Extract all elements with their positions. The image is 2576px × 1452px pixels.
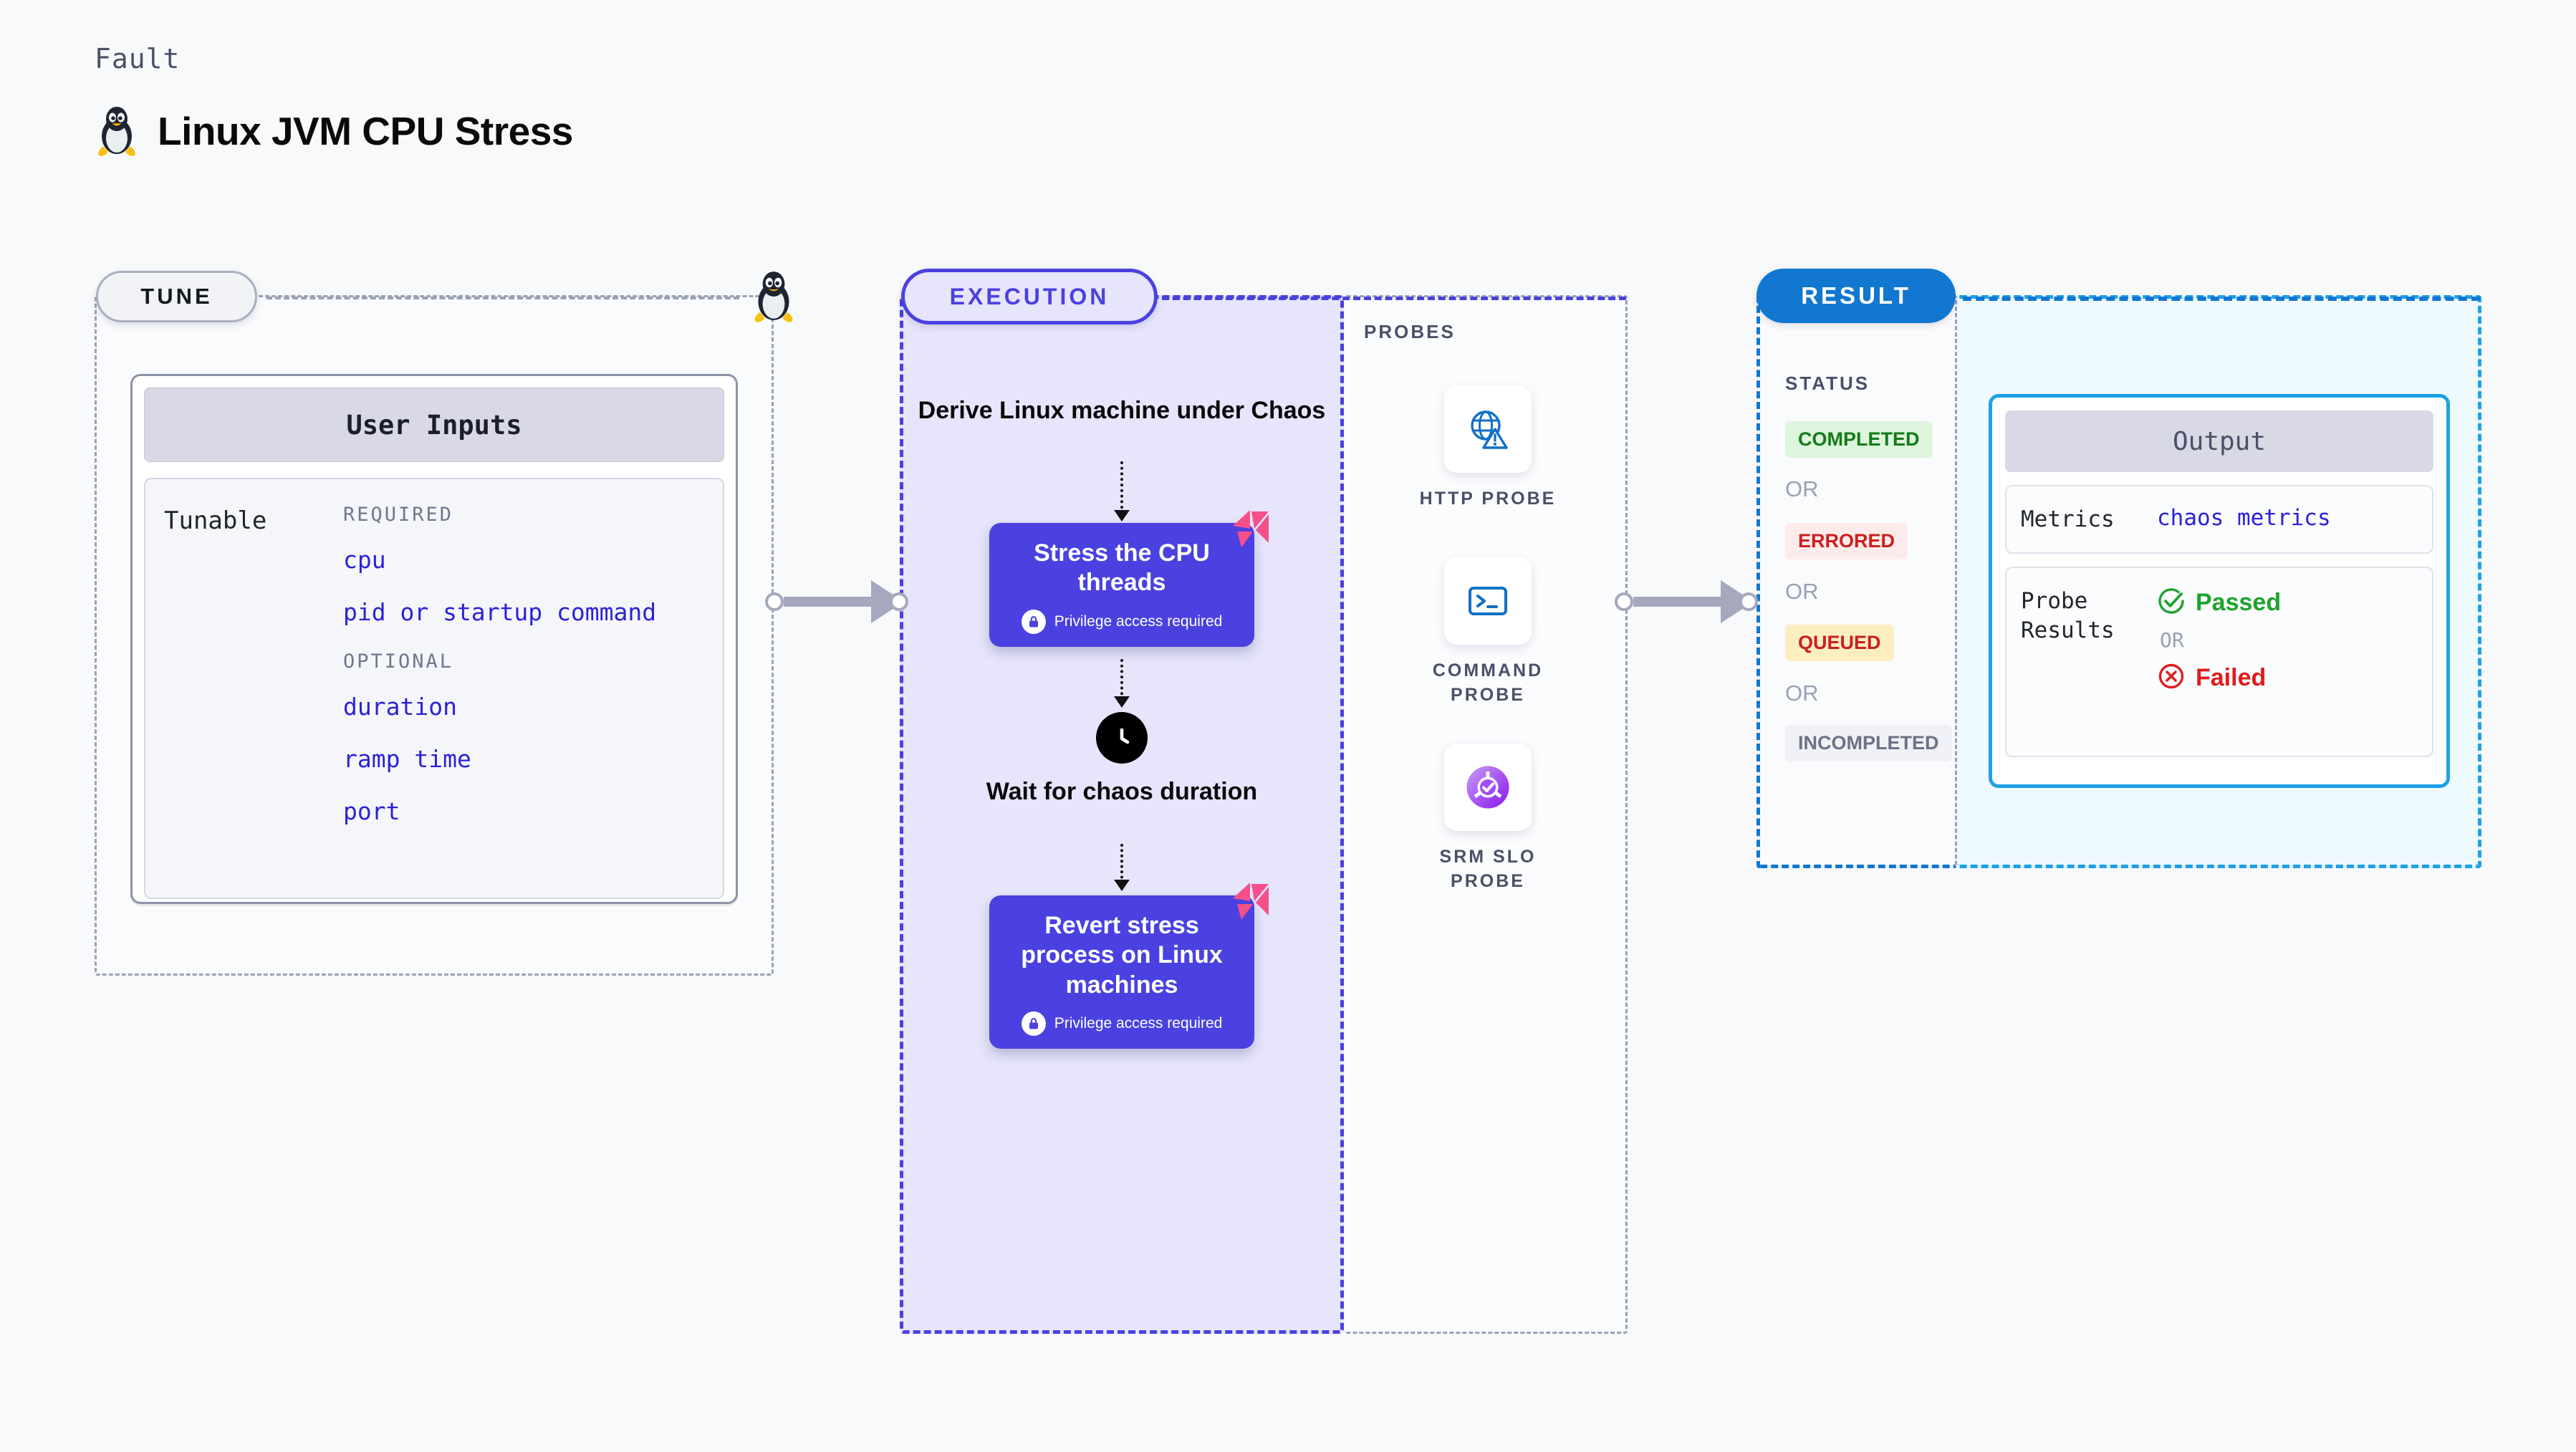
- output-row-metrics: Metrics chaos metrics: [2005, 485, 2433, 554]
- result-badge[interactable]: RESULT: [1756, 269, 1956, 323]
- globe-warning-icon: [1444, 385, 1532, 473]
- failed-label: Failed: [2196, 663, 2267, 691]
- group-title-required: REQUIRED: [343, 504, 454, 526]
- flow-step-revert-stress[interactable]: Revert stress process on Linux machines …: [989, 883, 1269, 1049]
- status-badge-completed: COMPLETED: [1785, 421, 1933, 458]
- lock-icon: [1021, 1011, 1046, 1037]
- connector-end-dot: [890, 592, 908, 611]
- tunable-item-pid-or-startup-command[interactable]: pid or startup command: [343, 598, 657, 626]
- linux-penguin-marker-icon: [751, 269, 797, 327]
- status-badge-errored: ERRORED: [1785, 523, 1908, 559]
- tunable-item-ramp-time[interactable]: ramp time: [343, 745, 471, 773]
- privilege-text: Privilege access required: [1054, 1015, 1223, 1032]
- flow-arrowhead-1: [1114, 510, 1130, 521]
- fault-ribbon-icon: [1223, 880, 1270, 927]
- probe-label: SRM SLO PROBE: [1439, 847, 1537, 891]
- tune-badge[interactable]: TUNE: [96, 271, 257, 322]
- linux-penguin-icon: [95, 105, 139, 158]
- page-header: Fault Linux JVM CPU Stress: [95, 43, 573, 158]
- output-title: Output: [2005, 410, 2433, 472]
- flow-connector-3: [1120, 844, 1123, 884]
- passed-label: Passed: [2196, 588, 2282, 616]
- status-badge-incompleted: INCOMPLETED: [1785, 725, 1952, 761]
- status-badge-queued: QUEUED: [1785, 625, 1894, 661]
- page-title: Linux JVM CPU Stress: [158, 109, 573, 153]
- title-row: Linux JVM CPU Stress: [95, 105, 573, 158]
- connector-end-dot: [1739, 592, 1758, 611]
- terminal-icon: [1444, 557, 1532, 645]
- cross-circle-icon: [2157, 662, 2186, 693]
- status-or-3: OR: [1785, 681, 1819, 706]
- tunable-label: Tunable: [164, 506, 267, 535]
- tunable-item-cpu[interactable]: cpu: [343, 546, 386, 574]
- tune-to-execution-connector: [765, 580, 908, 623]
- group-title-optional: OPTIONAL: [343, 650, 454, 673]
- tunable-item-port[interactable]: port: [343, 797, 400, 825]
- probe-srm-slo[interactable]: SRM SLO PROBE: [1413, 744, 1563, 894]
- flow-connector-1: [1120, 461, 1123, 514]
- probes-label: PROBES: [1364, 321, 1456, 342]
- check-circle-icon: [2157, 587, 2186, 618]
- probe-result-failed: Failed: [2157, 662, 2281, 693]
- metrics-value-link[interactable]: chaos metrics: [2157, 505, 2331, 531]
- user-inputs-title: User Inputs: [144, 388, 724, 462]
- probe-command[interactable]: COMMAND PROBE: [1413, 557, 1563, 708]
- status-or-1: OR: [1785, 476, 1819, 501]
- probe-http[interactable]: HTTP PROBE: [1413, 385, 1563, 511]
- clock-icon: [1096, 712, 1148, 764]
- status-label: STATUS: [1785, 372, 1870, 394]
- connector-start-dot: [765, 592, 784, 611]
- probe-label: COMMAND PROBE: [1432, 660, 1544, 705]
- lock-icon: [1021, 609, 1046, 634]
- tune-leader-line: [266, 297, 739, 299]
- step-title: Stress the CPU threads: [1034, 539, 1210, 597]
- probe-results-values: Passed OR Failed: [2157, 587, 2281, 737]
- connector-shaft: [1633, 597, 1722, 607]
- probe-label: HTTP PROBE: [1419, 489, 1557, 509]
- execution-leader-line: [1162, 297, 1626, 300]
- tunable-box: Tunable REQUIRED cpu pid or startup comm…: [144, 478, 724, 899]
- status-panel: [1756, 295, 1957, 868]
- execution-flow: Derive Linux machine under Chaos Stress …: [900, 295, 1344, 1334]
- connector-start-dot: [1615, 592, 1633, 611]
- user-inputs-card: User Inputs Tunable REQUIRED cpu pid or …: [130, 374, 738, 904]
- probe-result-passed: Passed: [2157, 587, 2281, 618]
- execution-badge[interactable]: EXECUTION: [901, 269, 1158, 324]
- probe-result-or: OR: [2160, 628, 2184, 653]
- privilege-text: Privilege access required: [1054, 612, 1223, 630]
- tunable-item-duration[interactable]: duration: [343, 693, 457, 721]
- result-leader-line: [1963, 297, 2480, 301]
- tunable-groups: REQUIRED cpu pid or startup command OPTI…: [343, 504, 656, 890]
- step-privilege-note: Privilege access required: [1021, 1011, 1223, 1037]
- step-privilege-note: Privilege access required: [1021, 609, 1223, 634]
- status-or-2: OR: [1785, 579, 1819, 604]
- metrics-key: Metrics: [2021, 506, 2115, 532]
- step-title: Revert stress process on Linux machines: [1021, 912, 1223, 999]
- flow-connector-2: [1120, 659, 1123, 701]
- flow-arrowhead-3: [1114, 880, 1130, 891]
- connector-shaft: [784, 597, 873, 607]
- slo-donut-check-icon: [1444, 744, 1532, 831]
- flow-node-derive-machine: Derive Linux machine under Chaos: [918, 397, 1326, 424]
- flow-step-stress-cpu[interactable]: Stress the CPU threads Privilege access …: [989, 510, 1269, 647]
- flow-node-wait-for-duration: Wait for chaos duration: [986, 778, 1258, 805]
- flow-arrowhead-2: [1114, 696, 1130, 708]
- eyebrow-label: Fault: [95, 43, 181, 74]
- fault-ribbon-icon: [1223, 507, 1270, 554]
- execution-to-result-connector: [1615, 580, 1758, 623]
